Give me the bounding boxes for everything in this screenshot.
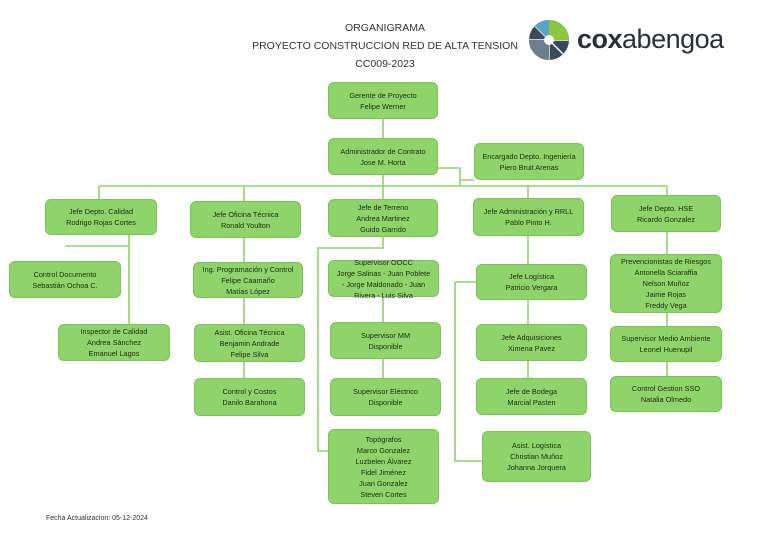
node-person: Disponible (368, 398, 403, 407)
node-role: Jefe Logística (508, 272, 555, 281)
node-person: Felipe Caamaño (221, 275, 275, 285)
logo-mark-icon (529, 20, 569, 60)
node-administracion: Jefe Administración y RRLL Pablo Pinto H. (473, 198, 584, 236)
node-person: Jaime Rojas (645, 290, 687, 299)
node-person: Fidel Jiménez (360, 467, 406, 477)
node-person: Luzbelen Álvarez (355, 456, 412, 466)
node-role: Jefe Depto. Calidad (68, 207, 134, 216)
node-person: Patricio Vergara (505, 283, 558, 292)
node-person: Christian Muñoz (510, 452, 563, 461)
node-role: Supervisor Medio Ambiente (621, 334, 711, 343)
node-person: Jorge Salinas - Juan Poblete (336, 268, 431, 278)
node-role: Supervisor Eléctrico (353, 387, 418, 396)
node-person: Matías López (226, 286, 270, 296)
node-role: Jefe Adquisiciones (501, 332, 562, 342)
node-role: Administrador de Contrato (340, 146, 426, 156)
node-person: Andrea Martinez (356, 213, 410, 223)
node-person: Felipe Silva (230, 349, 269, 359)
node-person: Natalia Olmedo (640, 395, 692, 404)
node-control-sso: Control Gestion SSO Natalia Olmedo (610, 376, 722, 412)
node-role: Control y Costos (222, 387, 277, 396)
node-person: Ricardo Gonzalez (637, 214, 695, 224)
node-person: Piero Bruit Arenas (499, 162, 559, 172)
node-person: Guido Garrido (360, 224, 406, 234)
node-person: Nelson Muñoz (642, 279, 690, 288)
update-date: Fecha Actualizacion: 05-12-2024 (46, 515, 148, 522)
logo-wordmark: coxabengoa (577, 24, 724, 54)
node-person: Juan Gonzalez (359, 478, 408, 488)
node-person: Jose M. Horta (360, 157, 406, 167)
node-person: Leonel Huenupil (639, 345, 693, 354)
node-role: Prevencionistas de Riesgos (620, 257, 712, 266)
node-role: Jefe de Terreno (357, 202, 409, 212)
node-person: Andrea Sánchez (87, 338, 141, 347)
company-logo: coxabengoa (527, 18, 727, 66)
node-person: Rivera - Luis Silva (354, 290, 413, 300)
node-person: Felipe Werner (360, 101, 406, 111)
node-person: Johanna Jorquera (507, 463, 566, 472)
node-person: Disponible (368, 341, 403, 351)
project-subtitle: PROYECTO CONSTRUCCION RED DE ALTA TENSIO… (252, 40, 518, 52)
node-person: Sebastián Ochoa C. (32, 280, 98, 290)
node-role: Inspector de Calidad (80, 327, 148, 336)
node-role: Ing. Programación y Control (202, 264, 294, 274)
node-role: Supervisor MM (360, 330, 411, 340)
chart-title: ORGANIGRAMA (345, 22, 425, 34)
node-role: Gerente de Proyecto (349, 90, 417, 100)
node-person: Freddy Vega (645, 301, 687, 310)
node-role: Encargado Depto. Ingeniería (482, 151, 576, 161)
node-role: Asist. Logística (511, 441, 562, 450)
node-role: Asist. Oficina Técnica (214, 327, 285, 337)
node-person: Steven Cortes (360, 489, 407, 499)
node-role: Control Gestion SSO (631, 384, 701, 393)
node-person: Benjamin Andrade (219, 338, 280, 348)
node-person: Ximena Pavez (507, 343, 556, 353)
node-role: Supervisor OOCC (354, 257, 413, 267)
node-person: Marcial Pasten (507, 397, 556, 407)
node-person: Ronald Youlton (220, 220, 271, 230)
node-person: Danilo Barahona (222, 398, 277, 407)
node-role: Topógrafos (365, 434, 402, 444)
node-role: Jefe Oficina Técnica (212, 209, 279, 219)
node-person: Marco Gonzalez (356, 445, 411, 455)
node-role: Control Documento (33, 269, 97, 279)
node-role: Jefe de Bodega (505, 386, 558, 396)
node-person: Rodrigo Rojas Cortes (66, 218, 136, 227)
node-person: Pablo Pinto H. (505, 218, 552, 227)
node-person: - Jorge Maldonado - Juan (341, 279, 426, 289)
node-role: Jefe Depto. HSE (638, 203, 694, 213)
node-person: Emanuel Lagos (88, 349, 140, 358)
project-code: CC009-2023 (355, 58, 415, 70)
node-person: Antonella Sciaraffia (634, 268, 698, 277)
node-role: Jefe Administración y RRLL (483, 207, 574, 216)
